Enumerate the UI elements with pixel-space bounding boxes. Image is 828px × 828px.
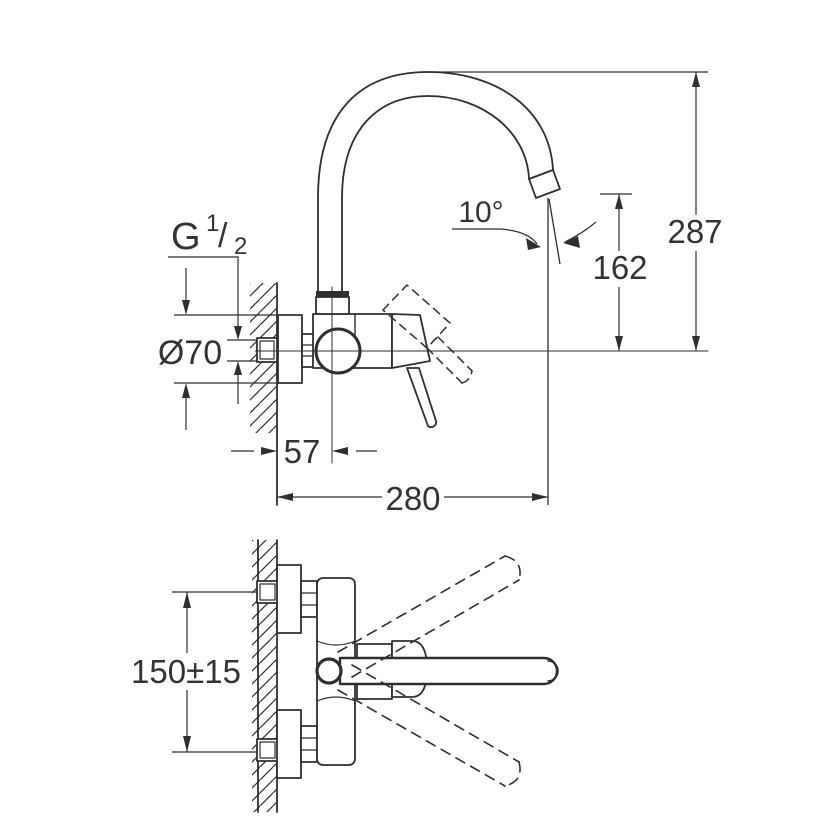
pivot-circle: [315, 657, 343, 685]
lower-connection: [256, 709, 318, 779]
dim-label-162: 162: [592, 249, 647, 286]
centerlines-side: [254, 286, 709, 464]
arrowhead: [183, 736, 191, 752]
dim-angle-10: 10°: [452, 196, 597, 505]
plan-view: [252, 539, 559, 813]
mounting-escutcheon: [277, 314, 303, 384]
lever-handle: [406, 367, 437, 428]
arrowhead: [182, 383, 190, 398]
thread-label-g: G: [171, 216, 201, 258]
arrowhead: [234, 361, 242, 375]
dim-diameter-70: Ø70: [158, 268, 278, 430]
upper-escutcheon: [276, 564, 302, 634]
dim-label-spacing: 150±15: [131, 653, 241, 690]
arrowhead: [182, 300, 190, 315]
dimensions: 287 162 10° G: [127, 71, 725, 753]
arrowhead: [615, 194, 623, 209]
thread-label-numerator: 1: [206, 210, 219, 237]
arrowhead: [261, 447, 277, 455]
spout-arc: [317, 71, 554, 294]
leader-line: [452, 228, 538, 245]
dim-57: 57: [231, 433, 377, 470]
dim-label-diameter: Ø70: [158, 334, 222, 372]
arrowhead: [526, 238, 541, 250]
dim-label-angle: 10°: [458, 196, 503, 229]
wall-section-side: [250, 282, 278, 506]
lower-escutcheon: [276, 709, 302, 779]
arrowhead: [563, 236, 580, 248]
cartridge-housing: [391, 313, 431, 369]
swivel-lower-dashed: [337, 664, 520, 787]
arrowhead: [183, 592, 191, 608]
swivel-range-dashed: [337, 555, 521, 787]
aerator: [528, 169, 561, 199]
outlet-angle-line: [548, 198, 561, 265]
dim-spacing-150: 150±15: [127, 591, 257, 753]
dim-thread-g12: G 1 / 2: [168, 210, 257, 404]
side-view: [250, 71, 709, 506]
dim-label-287: 287: [667, 213, 722, 250]
arrowhead: [277, 493, 293, 501]
thread-label-denominator: 2: [234, 233, 247, 260]
lever-handle-dashed: [382, 284, 473, 384]
dim-162: 162: [592, 193, 648, 351]
dim-label-280: 280: [385, 480, 440, 517]
swivel-upper-dashed: [337, 555, 520, 678]
lower-hex-nut: [300, 725, 318, 763]
arrowhead: [234, 326, 242, 340]
upper-hex-nut: [300, 580, 318, 618]
thread-label-slash: /: [218, 217, 228, 255]
dim-label-57: 57: [284, 433, 321, 470]
angle-arc: [564, 221, 597, 243]
upper-connection: [256, 564, 318, 634]
swivel-spout: [338, 656, 559, 686]
arrowhead: [532, 493, 548, 501]
arrowhead: [332, 447, 348, 455]
dim-280: 280: [277, 480, 548, 517]
arrowhead: [615, 336, 623, 351]
arrowhead: [692, 72, 700, 87]
arrowhead: [692, 336, 700, 351]
thread-square: [256, 337, 278, 363]
dim-287: 287: [665, 72, 725, 351]
